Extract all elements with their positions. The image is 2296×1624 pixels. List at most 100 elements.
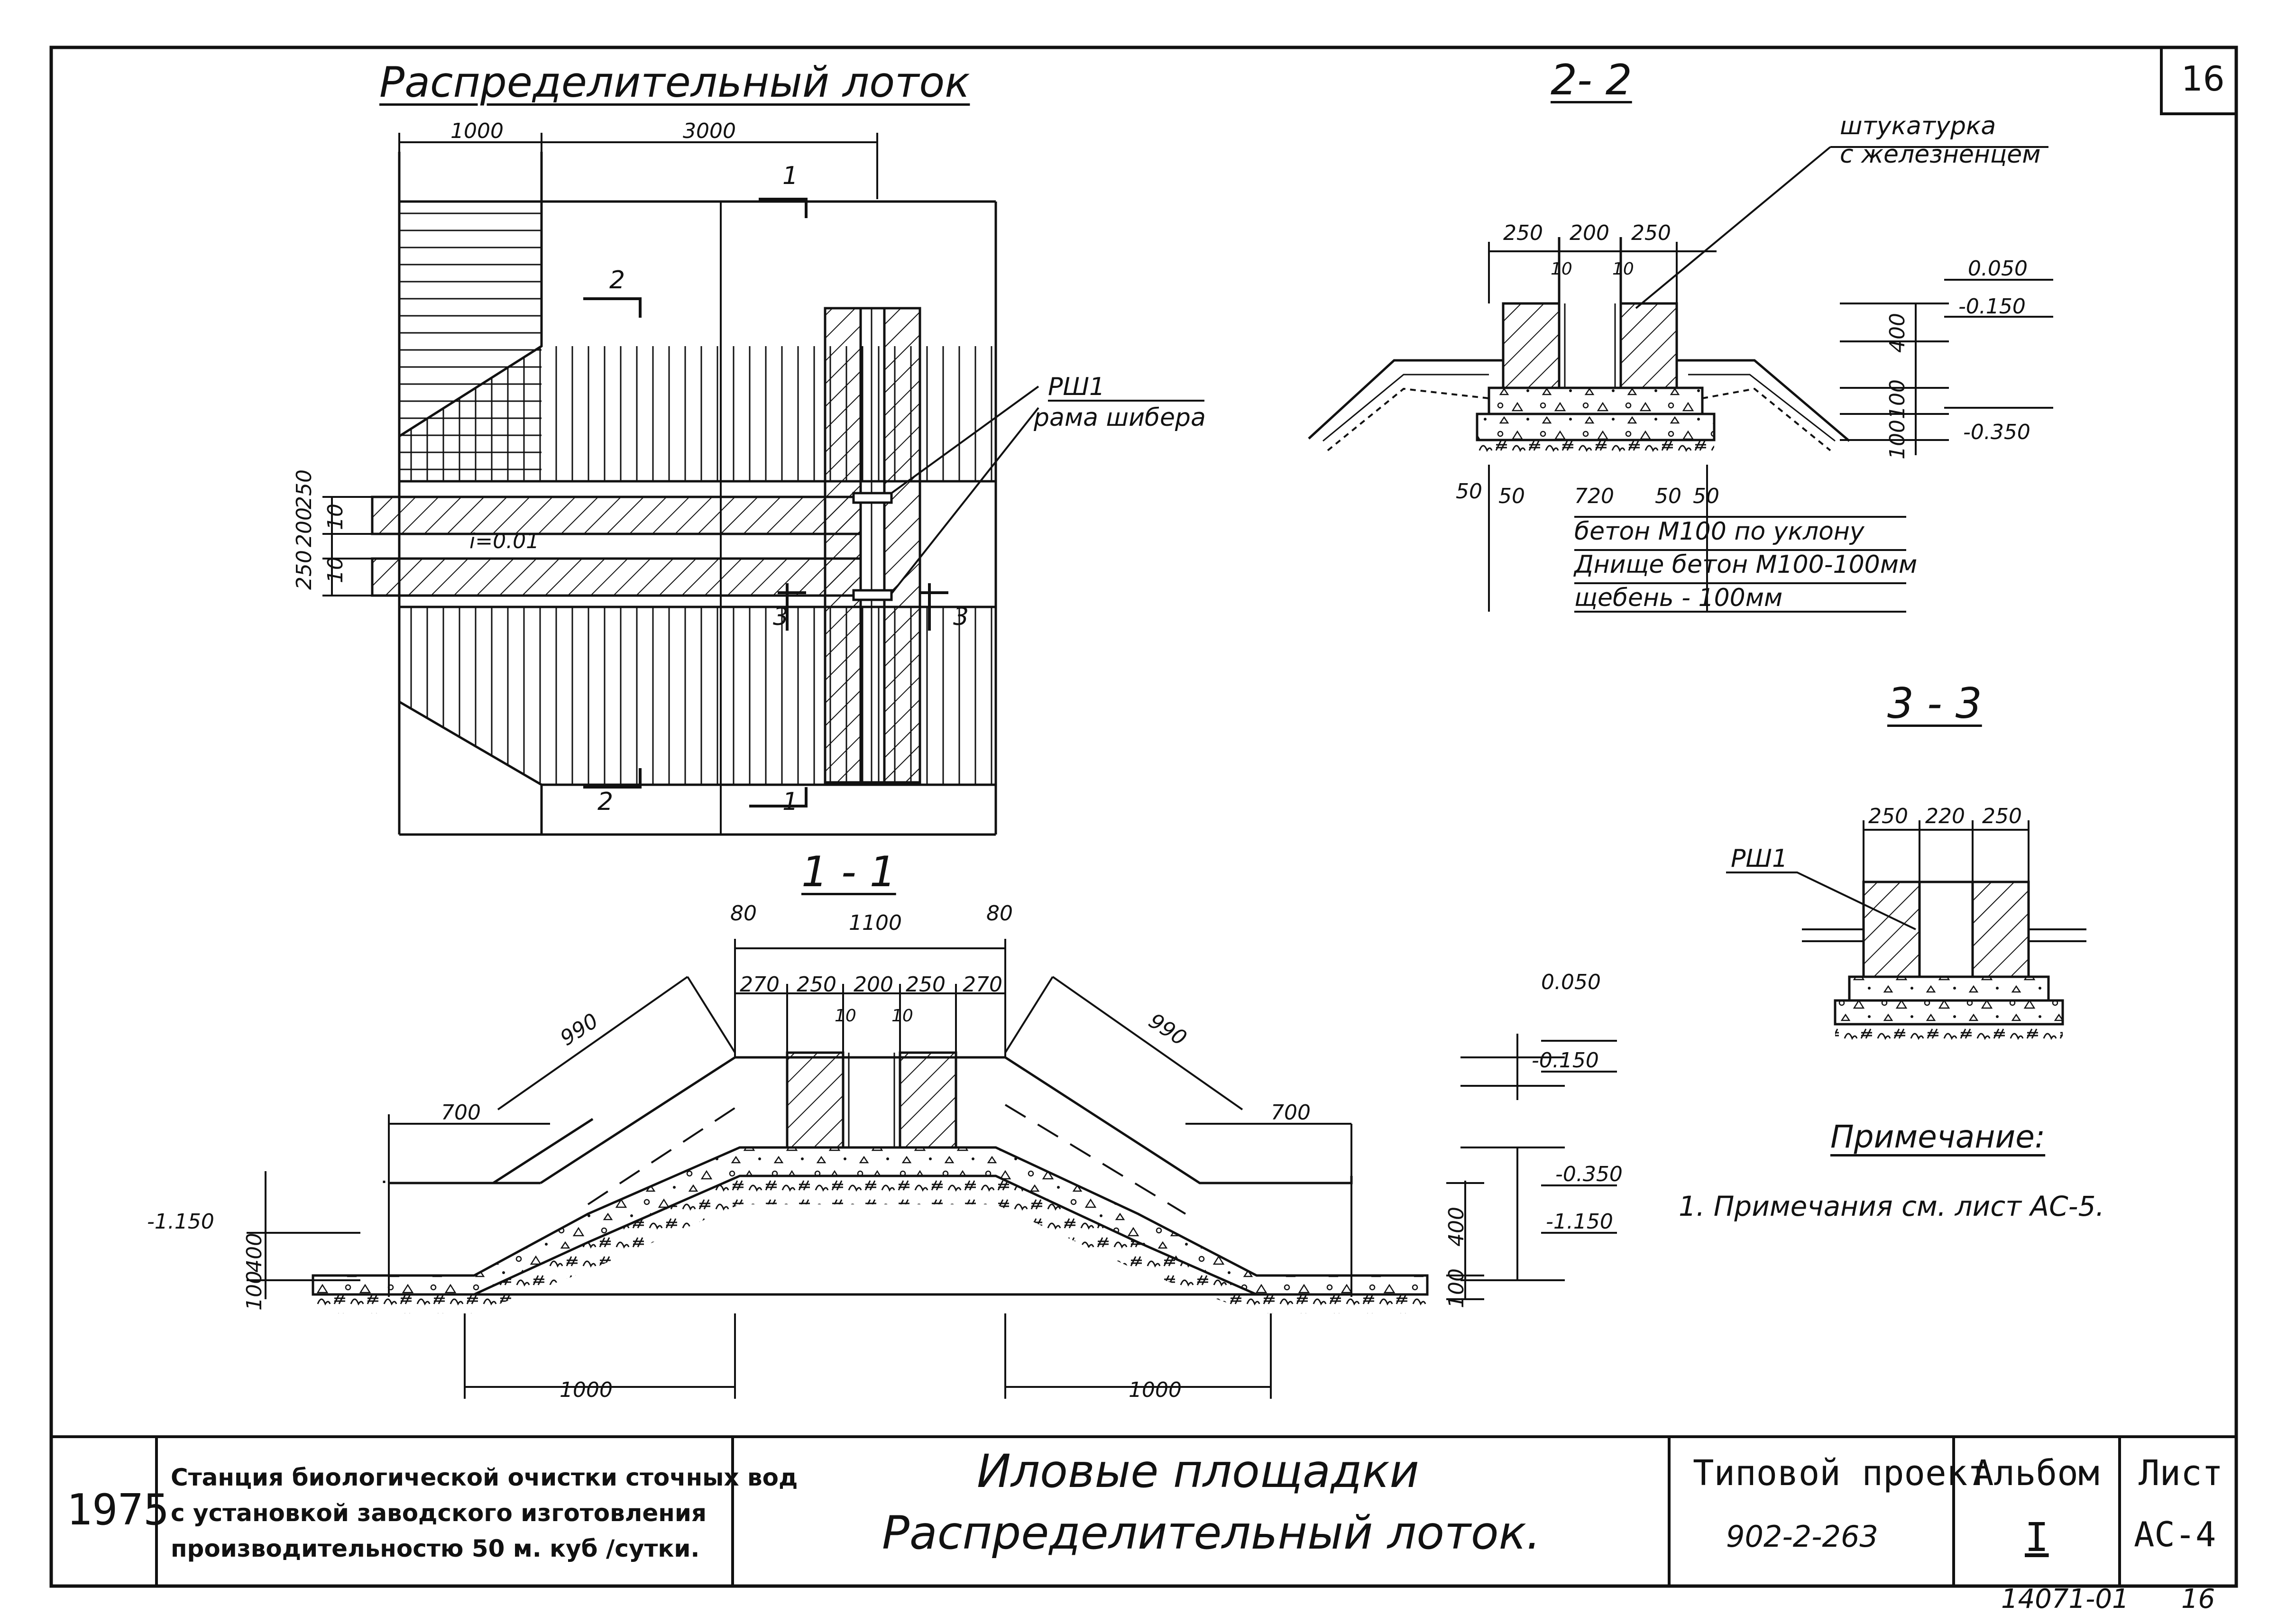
s33-callout: РШ1 <box>1731 844 1788 873</box>
section-3-3-drawing <box>1726 820 2086 1043</box>
s11-dim-1000-left: 1000 <box>560 1378 613 1402</box>
plan-dim-200: 200 <box>292 507 316 547</box>
plan-dim-10b: 10 <box>323 557 348 583</box>
section-1-1-title-text: 1 - 1 <box>801 847 896 896</box>
title-block-sheet-code: АС-4 <box>2134 1514 2216 1554</box>
s33-dim-220: 220 <box>1925 804 1965 828</box>
s11-dim-200: 200 <box>854 973 893 997</box>
s11-dim-1000-right: 1000 <box>1129 1378 1182 1402</box>
s11-wall-left <box>786 1051 845 1149</box>
note-item: 1. Примечания см. лист АС-5. <box>1679 1190 2104 1222</box>
s11-level-0050: 0.050 <box>1541 970 1601 994</box>
s22-dim-10b: 10 <box>1612 259 1634 279</box>
s33-wall-right <box>1971 881 2030 978</box>
plan-dim-250b: 250 <box>292 550 316 590</box>
footer-archive-number: 14071-01 <box>2001 1584 2129 1615</box>
s11-level-1150-right: -1.150 <box>1546 1210 1613 1234</box>
title-block-org-1: Станция биологической очистки сточных во… <box>171 1464 798 1491</box>
s22-vdim-100a: 100 <box>1885 379 1910 419</box>
s22-level-0150: -0.150 <box>1958 294 2026 319</box>
s22-concrete <box>1488 386 1704 415</box>
title-block-frame <box>51 1435 2236 1586</box>
plan-callout-text: рама шибера <box>1034 404 1206 432</box>
s22-bottom-720: 720 <box>1574 484 1614 508</box>
s22-dim-250a: 250 <box>1503 221 1543 245</box>
s11-dim-700-left: 700 <box>441 1101 481 1125</box>
s33-gravel <box>1835 1024 2063 1043</box>
title-block-drawing-1: Иловые площадки <box>977 1445 1419 1498</box>
s22-wall-right <box>1619 302 1678 389</box>
title-block-org-3: производительностю 50 м. куб /сутки. <box>171 1535 700 1562</box>
s11-vdim-100-right: 100 <box>1444 1268 1469 1308</box>
s22-wall-left <box>1502 302 1561 389</box>
s11-gravel-band <box>313 1176 1427 1313</box>
plan-dim-3000: 3000 <box>683 119 736 143</box>
s11-dim-1100: 1100 <box>849 911 902 935</box>
s22-bottom-50b: 50 <box>1498 484 1525 508</box>
section-2-2-drawing <box>1308 146 2053 613</box>
s22-bottom-50d: 50 <box>1693 484 1719 508</box>
plan-dim-250a: 250 <box>292 469 316 509</box>
plan-dim-10a: 10 <box>323 504 348 530</box>
channel-wall-bottom <box>371 557 862 597</box>
sheet-frame <box>49 46 2238 1588</box>
s22-level-0350: -0.350 <box>1963 420 2030 444</box>
title-block-project-label: Типовой проект <box>1693 1453 1989 1494</box>
plan-section-mark-1-top: 1 <box>782 162 799 190</box>
s11-dim-700-right: 700 <box>1271 1101 1311 1125</box>
s11-dim-250b: 250 <box>906 973 946 997</box>
s22-dim-200: 200 <box>1570 221 1609 245</box>
plan-title-text: Распределительный лоток <box>379 58 970 107</box>
s22-level-0050: 0.050 <box>1968 257 2028 281</box>
s22-layer-3: щебень - 100мм <box>1574 584 1783 612</box>
title-block-album-number: I <box>2025 1514 2049 1560</box>
s33-wall-left <box>1862 881 1921 978</box>
gate-wall-left <box>824 307 862 784</box>
channel-wall-top <box>371 495 862 535</box>
plan-dim-1000: 1000 <box>450 119 504 143</box>
note-title: Примечание: <box>1830 1119 2046 1155</box>
s33-dim-250b: 250 <box>1982 804 2022 828</box>
plan-area-top <box>542 346 996 481</box>
title-block-org-2: с установкой заводского изготовления <box>171 1499 707 1527</box>
plan-callout-code: РШ1 <box>1048 373 1105 401</box>
s22-vdim-100b: 100 <box>1885 420 1910 459</box>
plan-section-mark-3-left: 3 <box>773 603 789 631</box>
s22-layer-2: Днище бетон М100-100мм <box>1574 551 1918 579</box>
s22-gravel <box>1477 440 1714 459</box>
s22-layer-1: бетон М100 по уклону <box>1574 517 1864 546</box>
s11-concrete-band <box>312 1146 1429 1296</box>
s11-level-1150-left: -1.150 <box>147 1210 214 1234</box>
title-block-year: 1975 <box>66 1485 169 1535</box>
s22-bottom <box>1476 413 1716 441</box>
s22-plaster-line-1: штукатурка <box>1840 112 1996 140</box>
plan-slope-label: i=0.01 <box>469 529 540 553</box>
title-block-album-label: Альбом <box>1973 1453 2100 1494</box>
section-3-3-title-text: 3 - 3 <box>1887 679 1982 728</box>
s22-vdim-400: 400 <box>1885 313 1910 353</box>
plan-section-mark-2-top: 2 <box>609 266 625 294</box>
s22-bottom-50a: 50 <box>1456 479 1482 504</box>
s11-dim-250a: 250 <box>797 973 836 997</box>
plan-area-top-chamfer <box>399 346 542 481</box>
s11-dim-80a: 80 <box>730 901 757 926</box>
s33-bottom <box>1834 999 2064 1026</box>
plan-section-mark-1-bottom: 1 <box>782 788 799 816</box>
s11-dim-270a: 270 <box>740 973 780 997</box>
title-block-project-number: 902-2-263 <box>1726 1519 1878 1554</box>
s22-dim-10a: 10 <box>1551 259 1572 279</box>
s22-plaster-line-2: с железненцем <box>1840 140 2041 169</box>
gate-wall-right <box>883 307 921 784</box>
s22-dim-250b: 250 <box>1631 221 1671 245</box>
footer-page-number: 16 <box>2181 1584 2215 1615</box>
section-1-1-drawing <box>247 939 1617 1399</box>
s11-dim-10a: 10 <box>835 1006 856 1026</box>
plan-section-mark-3-right: 3 <box>953 603 969 631</box>
s11-vdim-100-left: 100 <box>242 1271 266 1311</box>
s33-dim-250a: 250 <box>1868 804 1908 828</box>
s11-vdim-400-right: 400 <box>1444 1207 1469 1247</box>
s11-dim-10b: 10 <box>891 1006 913 1026</box>
section-2-2-title-text: 2- 2 <box>1551 55 1632 104</box>
s11-dim-80b: 80 <box>986 901 1013 926</box>
